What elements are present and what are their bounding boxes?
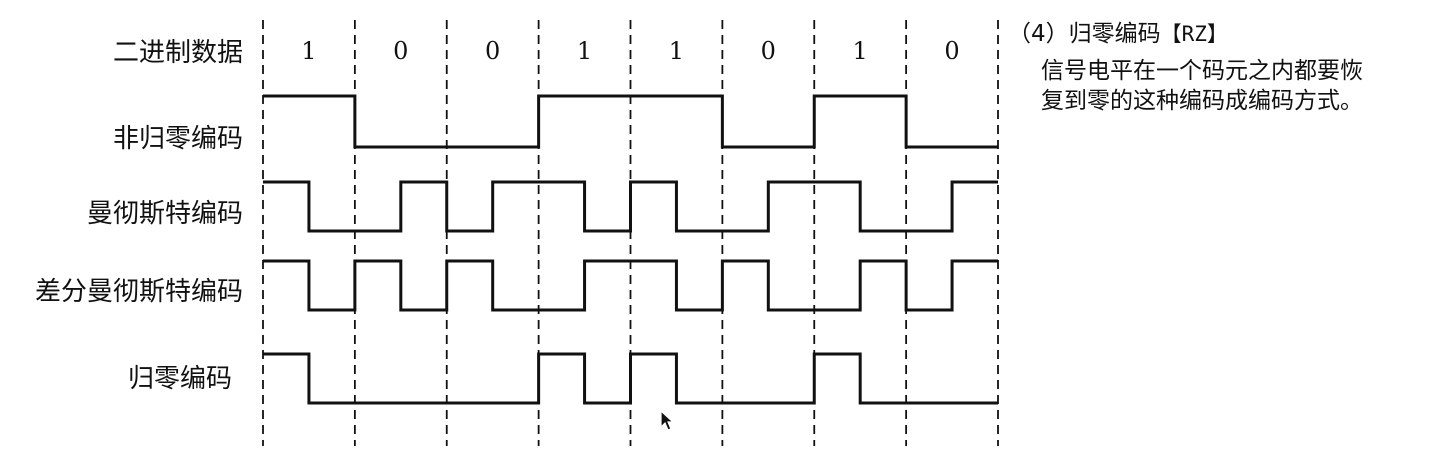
description-title-text: （4）归零编码 [1008, 21, 1161, 47]
row-label-manchester: 曼彻斯特编码 [87, 199, 243, 229]
rz-description: （4）归零编码【RZ】 信号电平在一个码元之内都要恢 复到零的这种编码成编码方式… [1008, 18, 1438, 116]
bit-boundary-lines [262, 20, 999, 446]
bit-label: 1 [577, 37, 592, 65]
bit-label: 0 [393, 37, 408, 65]
waveforms [263, 94, 998, 405]
waveform-manchester [263, 180, 998, 233]
row-label-binary: 二进制数据 [113, 38, 243, 68]
row-label-rz: 归零编码 [128, 364, 232, 394]
waveform-rz [263, 352, 998, 405]
bit-label: 0 [944, 37, 959, 65]
bit-labels: 1 0 0 1 1 0 1 0 [301, 37, 959, 65]
row-labels: 二进制数据 非归零编码 曼彻斯特编码 差分曼彻斯特编码 归零编码 [35, 38, 243, 394]
description-title: （4）归零编码【RZ】 [1008, 18, 1438, 50]
description-line-2: 复到零的这种编码成编码方式。 [1041, 88, 1363, 114]
description-body: 信号电平在一个码元之内都要恢 复到零的这种编码成编码方式。 [1041, 56, 1438, 116]
waveform-nrz [263, 94, 998, 149]
mouse-pointer-icon [660, 410, 675, 431]
bit-label: 0 [761, 37, 776, 65]
row-label-diff-manchester: 差分曼彻斯特编码 [35, 277, 243, 307]
waveform-diff-manchester [263, 259, 998, 312]
bit-label: 0 [485, 37, 500, 65]
bit-label: 1 [853, 37, 868, 65]
description-line-1: 信号电平在一个码元之内都要恢 [1041, 58, 1363, 84]
bit-label: 1 [301, 37, 316, 65]
row-label-nrz: 非归零编码 [113, 124, 243, 154]
bit-label: 1 [669, 37, 684, 65]
description-title-code: 【RZ】 [1160, 22, 1228, 46]
